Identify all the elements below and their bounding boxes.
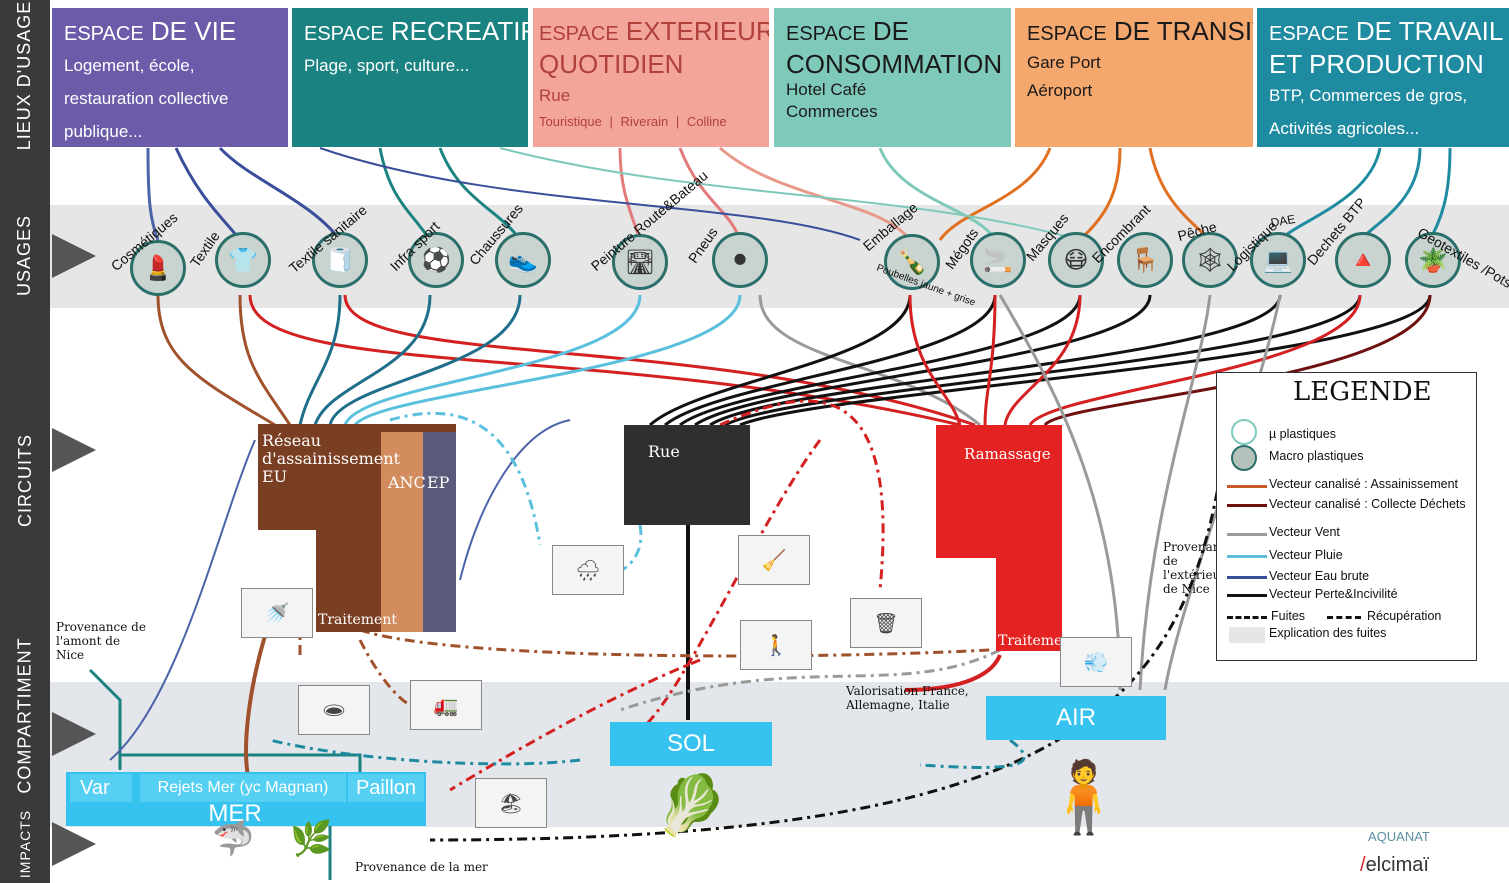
shoes-icon: 👟	[495, 232, 551, 288]
legend-line-vent	[1227, 533, 1267, 536]
truck-illustration: 🚛	[410, 680, 482, 730]
lipstick-icon: 💄	[130, 240, 186, 296]
legend-panel: LEGENDE µ plastiques Macro plastiques Ve…	[1216, 372, 1477, 661]
legend-fuites: Fuites	[1271, 609, 1306, 623]
wipes-icon: 🧻	[312, 232, 368, 288]
littering-illustration: 🚶	[740, 620, 812, 670]
packaging-icon: 🍾	[884, 234, 940, 290]
legend-vent: Vecteur Vent	[1269, 525, 1340, 539]
rue-box	[624, 425, 750, 525]
cigarette-icon: 🚬	[970, 232, 1026, 288]
computer-icon: 💻	[1250, 232, 1306, 288]
zone-espace-de-vie: ESPACE DE VIE Logement, école, restaurat…	[52, 8, 288, 147]
legend-pluie: Vecteur Pluie	[1269, 548, 1343, 562]
air-sink: AIR	[986, 696, 1166, 740]
legend-swatch-explication	[1229, 627, 1265, 643]
sidebar	[0, 0, 50, 883]
legend-line-recuperation	[1327, 616, 1361, 619]
person-icon: 🧍	[1040, 756, 1128, 838]
note-provenance-mer: Provenance de la mer	[355, 860, 488, 874]
plant-icon: 🥬	[655, 771, 728, 839]
traffic-cone-icon: 🔺	[1335, 232, 1391, 288]
legend-eau-brute: Vecteur Eau brute	[1269, 569, 1370, 583]
legend-macro: Macro plastiques	[1269, 449, 1364, 463]
zone-espace-exterieur: ESPACE EXTERIEUR QUOTIDIEN Rue Touristiq…	[533, 8, 769, 147]
beach-illustration: 🏖	[475, 778, 547, 828]
road-runoff-illustration: 🌧	[552, 545, 624, 595]
sub-riverain: Riverain	[620, 114, 669, 129]
legend-line-perte	[1227, 594, 1267, 597]
legend-title: LEGENDE	[1293, 377, 1432, 407]
note-exterieur: Provenance de l'extérieur de Nice	[1163, 540, 1235, 596]
zone-espace-travail: ESPACE DE TRAVAIL ET PRODUCTION BTP, Com…	[1257, 8, 1509, 147]
legend-line-fuites	[1227, 616, 1267, 619]
seaweed-icon: 🌿	[290, 819, 333, 859]
anc-box	[381, 432, 423, 632]
rue-label: Rue	[648, 442, 680, 461]
legend-explication: Explication des fuites	[1269, 626, 1387, 640]
legend-line-assainissement	[1227, 485, 1267, 488]
ep-label: EP	[427, 473, 450, 492]
zone-espace-recreatif: ESPACE RECREATIF Plage, sport, culture..…	[292, 8, 528, 147]
legend-micro: µ plastiques	[1269, 427, 1336, 441]
mask-icon: 😷	[1048, 232, 1104, 288]
road-paint-icon: 🛣	[612, 234, 668, 290]
ramassage-tail	[996, 558, 1062, 651]
arrow-impacts	[52, 822, 96, 866]
ramassage-label: Ramassage	[964, 445, 1051, 463]
macro-plastic-icon	[1231, 445, 1257, 471]
traitement-2-label: Traitement	[998, 633, 1077, 649]
tire-icon: ⚫	[712, 232, 768, 288]
reseau-label: Réseau d'assainissement EU	[262, 431, 400, 486]
note-amont: Provenance de l'amont de Nice	[56, 620, 146, 662]
street-sweeping-illustration: 🧹	[738, 535, 810, 585]
legend-line-eau-brute	[1227, 576, 1267, 579]
ramassage-box	[936, 425, 1062, 558]
sub-colline: Colline	[686, 114, 727, 129]
paillon-label: Paillon	[348, 774, 424, 802]
legend-assainissement: Vecteur canalisé : Assainissement	[1269, 477, 1458, 491]
tshirt-icon: 👕	[215, 232, 271, 288]
traitement-1-label: Traitement	[318, 612, 397, 628]
aquanat-logo: AQUANAT	[1368, 829, 1430, 844]
rejets-label: Rejets Mer (yc Magnan)	[140, 774, 346, 802]
elcimai-logo: /elcimaï	[1360, 854, 1429, 876]
sewage-illustration: 🚿	[241, 588, 313, 638]
note-valorisation: Valorisation France, Allemagne, Italie	[846, 684, 969, 712]
outfall-illustration: 🕳	[298, 685, 370, 735]
legend-line-collecte	[1227, 504, 1267, 507]
legend-perte: Vecteur Perte&Incivilité	[1269, 587, 1398, 601]
fishing-net-icon: 🕸	[1182, 232, 1238, 288]
legend-recuperation: Récupération	[1367, 609, 1442, 623]
bin-overflow-illustration: 🗑	[850, 598, 922, 648]
furniture-icon: 🪑	[1117, 232, 1173, 288]
fish-fin-icon: 🦈	[212, 819, 255, 859]
micro-plastic-icon	[1231, 419, 1257, 445]
sports-field-icon: ⚽	[408, 232, 464, 288]
anc-label: ANC	[388, 473, 426, 492]
zone-espace-transit: ESPACE DE TRANSIT Gare Port Aéroport	[1015, 8, 1253, 147]
arrow-usages	[52, 234, 96, 278]
mer-label: MER	[208, 800, 262, 827]
wind-illustration: 💨	[1060, 637, 1132, 687]
sol-sink: SOL	[610, 722, 772, 766]
zone-espace-consommation: ESPACE DE CONSOMMATION Hotel Café Commer…	[774, 8, 1011, 147]
geotextile-icon: 🪴	[1405, 232, 1461, 288]
legend-line-pluie	[1227, 555, 1267, 558]
arrow-circuits	[52, 428, 96, 472]
var-label: Var	[70, 774, 132, 802]
sub-touristique: Touristique	[539, 114, 602, 129]
ep-box	[423, 432, 456, 632]
arrow-compartiment	[52, 712, 96, 756]
legend-collecte: Vecteur canalisé : Collecte Déchets	[1269, 497, 1466, 511]
